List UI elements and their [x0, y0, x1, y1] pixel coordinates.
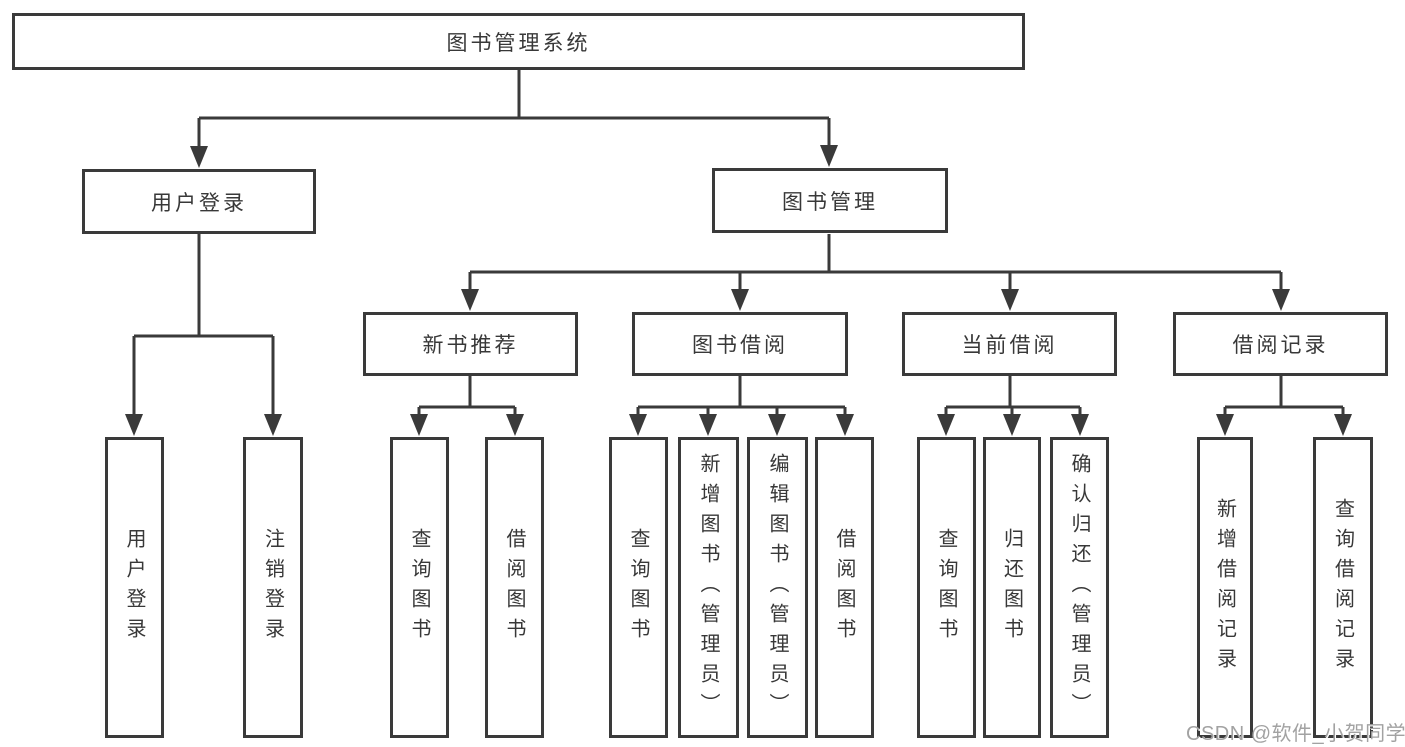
leaf-label: 确认归还（管理员） [1068, 452, 1090, 723]
arrowhead [125, 414, 143, 436]
leaf-label: 编辑图书（管理员） [766, 452, 788, 723]
arrowhead [820, 145, 838, 167]
arrowhead [1001, 289, 1019, 311]
leaf-query-books: 查询图书 [609, 437, 668, 738]
node-new-book-recommend: 新书推荐 [363, 312, 578, 376]
leaf-label: 新增图书（管理员） [697, 452, 719, 723]
arrowhead [1003, 414, 1021, 436]
csdn-watermark: CSDN @软件_小贺同学 [1186, 723, 1405, 745]
arrowhead [1216, 414, 1234, 436]
leaf-label: 查询图书 [408, 527, 430, 648]
connector-new-book-rec-children [410, 376, 524, 436]
leaf-logout: 注销登录 [243, 437, 303, 738]
connector-borrow-records-children [1216, 376, 1352, 436]
leaf-query-books: 查询图书 [390, 437, 449, 738]
arrowhead [1334, 414, 1352, 436]
arrowhead [1272, 289, 1290, 311]
arrowhead [731, 289, 749, 311]
connector-user-login-children [125, 234, 282, 436]
arrowhead [699, 414, 717, 436]
leaf-label: 借阅图书 [503, 527, 525, 648]
leaf-borrow-books: 借阅图书 [815, 437, 874, 738]
node-book-borrowing: 图书借阅 [632, 312, 848, 376]
arrowhead [836, 414, 854, 436]
arrowhead [410, 414, 428, 436]
leaf-label: 查询图书 [627, 527, 649, 648]
arrowhead [937, 414, 955, 436]
leaf-label: 借阅图书 [833, 527, 855, 648]
arrowhead [190, 146, 208, 168]
node-book-management: 图书管理 [712, 168, 948, 233]
leaf-return-books: 归还图书 [983, 437, 1041, 738]
leaf-query-books: 查询图书 [917, 437, 976, 738]
leaf-label: 查询借阅记录 [1331, 497, 1354, 678]
arrowhead [768, 414, 786, 436]
leaf-edit-books-admin: 编辑图书（管理员） [747, 437, 808, 738]
arrowhead [461, 289, 479, 311]
connector-book-mgmt-children [461, 234, 1290, 311]
leaf-user-login: 用户登录 [105, 437, 164, 738]
leaf-label: 新增借阅记录 [1213, 497, 1236, 678]
leaf-label: 归还图书 [1000, 527, 1023, 648]
leaf-confirm-return-admin: 确认归还（管理员） [1050, 437, 1109, 738]
arrowhead [264, 414, 282, 436]
node-borrow-records: 借阅记录 [1173, 312, 1388, 376]
arrowhead [506, 414, 524, 436]
connector-current-borrow-children [937, 376, 1089, 436]
leaf-label: 注销登录 [261, 527, 284, 648]
leaf-add-books-admin: 新增图书（管理员） [678, 437, 739, 738]
leaf-label: 查询图书 [935, 527, 957, 648]
leaf-label: 用户登录 [123, 527, 145, 648]
arrowhead [1071, 414, 1089, 436]
connector-root-to-level2 [190, 70, 838, 168]
connector-book-borrow-children [629, 376, 854, 436]
leaf-add-borrow-record: 新增借阅记录 [1197, 437, 1253, 738]
node-current-borrowing: 当前借阅 [902, 312, 1117, 376]
node-root-library-system: 图书管理系统 [12, 13, 1025, 70]
arrowhead [629, 414, 647, 436]
node-user-login: 用户登录 [82, 169, 316, 234]
leaf-borrow-books: 借阅图书 [485, 437, 544, 738]
leaf-query-borrow-record: 查询借阅记录 [1313, 437, 1373, 738]
